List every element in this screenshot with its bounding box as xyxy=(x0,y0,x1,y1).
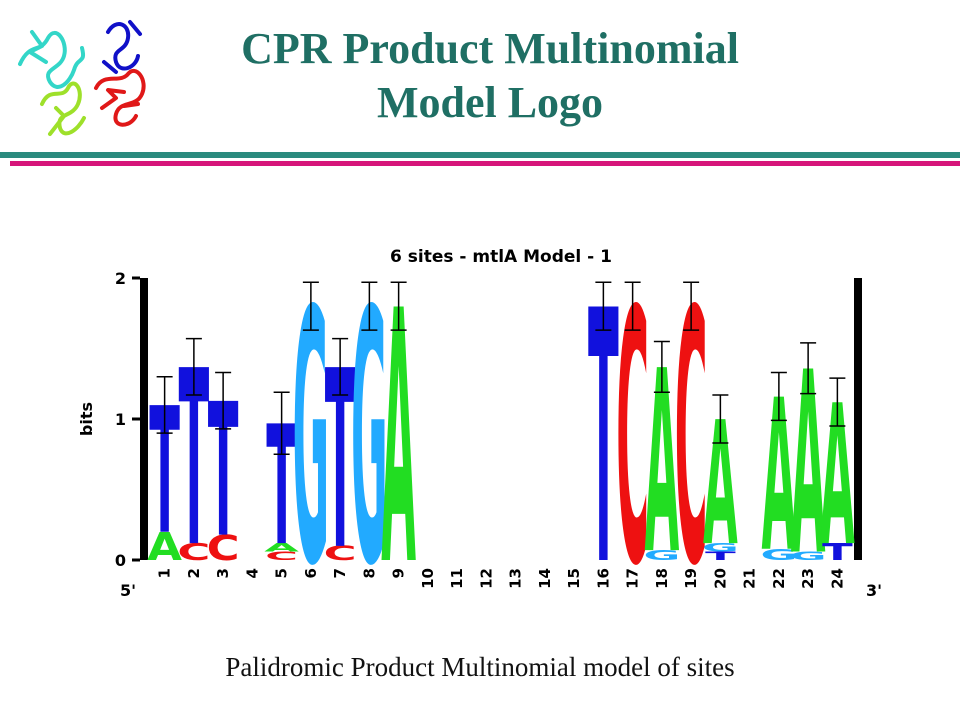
logo-letter-T: T xyxy=(822,539,853,566)
position-label: 6 xyxy=(302,568,320,578)
ribbon-green xyxy=(40,81,86,136)
ribbon-cyan xyxy=(18,30,85,89)
title-line-1: CPR Product Multinomial xyxy=(241,24,739,73)
logo-letter-A: A xyxy=(264,541,300,554)
right-axis-bar xyxy=(854,278,862,560)
position-label: 5 xyxy=(273,568,291,578)
position-label: 7 xyxy=(331,568,349,578)
y-axis-label: bits xyxy=(77,402,96,436)
divider-pink xyxy=(10,161,960,166)
logo-letter-G: G xyxy=(702,541,739,554)
position-label: 11 xyxy=(448,568,466,589)
position-label: 15 xyxy=(565,568,583,589)
position-label: 24 xyxy=(828,568,846,589)
divider-teal xyxy=(0,152,960,158)
position-label: 19 xyxy=(682,568,700,589)
position-label: 10 xyxy=(419,568,437,589)
logo-letter-G: G xyxy=(760,546,797,564)
ribbon-blue xyxy=(102,20,142,74)
logo-letter-C: C xyxy=(177,539,210,566)
y-axis-bar xyxy=(140,278,148,560)
slide-title: CPR Product Multinomial Model Logo xyxy=(160,22,820,130)
three-prime-label: 3' xyxy=(866,581,882,600)
y-tick-label: 2 xyxy=(115,269,126,288)
position-label: 12 xyxy=(477,568,495,589)
protein-ribbon-icon xyxy=(18,20,146,136)
title-line-2: Model Logo xyxy=(376,78,604,127)
y-tick-label: 1 xyxy=(115,410,126,429)
position-label: 18 xyxy=(653,568,671,589)
position-label: 23 xyxy=(799,568,817,589)
logo-letter-G: G xyxy=(643,547,680,563)
position-label: 22 xyxy=(770,568,788,589)
position-label: 4 xyxy=(243,568,261,578)
logo-letter-T: T xyxy=(705,549,736,562)
chart-title: 6 sites - mtlA Model - 1 xyxy=(390,247,612,267)
slide-caption: Palidromic Product Multinomial model of … xyxy=(225,652,735,682)
logo-letter-A: A xyxy=(147,524,182,569)
position-label: 16 xyxy=(594,568,612,589)
logo-letter-C: C xyxy=(324,543,357,565)
position-label: 3 xyxy=(214,568,232,578)
position-label: 20 xyxy=(711,568,729,589)
five-prime-label: 5' xyxy=(120,581,136,600)
position-label: 17 xyxy=(624,568,642,589)
ribbon-red xyxy=(94,68,146,127)
position-label: 21 xyxy=(741,568,759,589)
y-tick-label: 0 xyxy=(115,551,126,570)
position-label: 13 xyxy=(507,568,525,589)
position-label: 14 xyxy=(536,568,554,589)
position-label: 8 xyxy=(360,568,378,578)
logo-letter-G: G xyxy=(790,549,827,562)
sequence-logo-chart: 6 sites - mtlA Model - 1012bits5'3'1AT2C… xyxy=(77,239,882,608)
position-label: 9 xyxy=(390,568,408,578)
position-label: 1 xyxy=(156,568,174,578)
logo-letter-C: C xyxy=(207,529,240,569)
position-label: 2 xyxy=(185,568,203,578)
logo-letter-C: C xyxy=(265,549,298,562)
